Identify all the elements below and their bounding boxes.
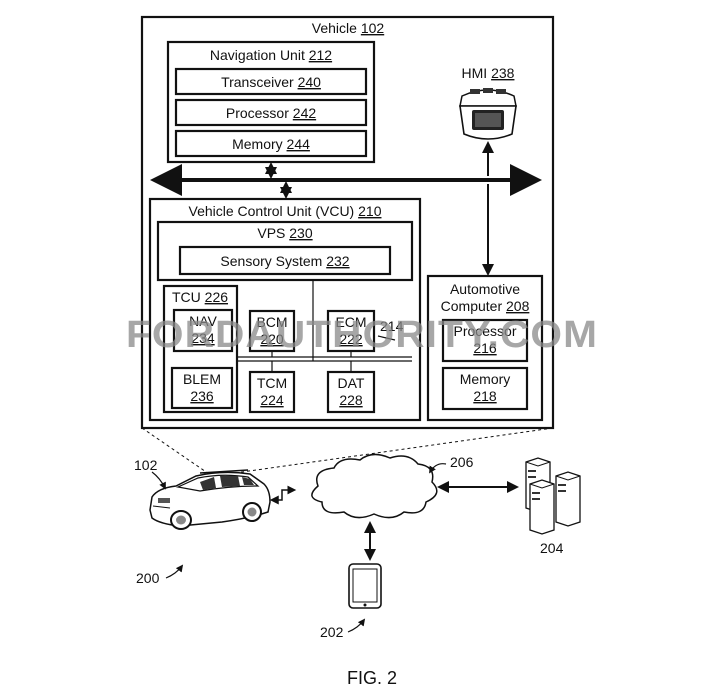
dat-label: DAT [338, 375, 365, 391]
hmi-label: HMI 238 [462, 65, 515, 81]
ac-memory-box [441, 366, 529, 411]
ecm-box [326, 309, 376, 353]
servers-ref: 204 [540, 540, 564, 556]
dat-ref: 228 [339, 392, 363, 408]
sensory-system-label: Sensory System 232 [220, 253, 349, 269]
watermark: FORDAUTHORITY.COM [126, 314, 598, 356]
tcm-ref: 224 [260, 392, 284, 408]
hmi-display-icon [459, 88, 517, 140]
navigation-unit-title: Navigation Unit 212 [210, 47, 332, 63]
zoom-line-right [227, 427, 554, 475]
tcm-box [248, 370, 296, 414]
automotive-computer-title-line2: Computer 208 [441, 298, 530, 314]
ac-memory-ref: 218 [473, 388, 497, 404]
vps-title: VPS 230 [257, 225, 312, 241]
car-ref: 102 [134, 457, 158, 473]
figure-caption: FIG. 2 [347, 668, 397, 688]
network-cloud [311, 453, 438, 519]
dat-box [326, 370, 376, 414]
bus-ref-leader [377, 335, 396, 341]
nav-label: NAV [189, 313, 217, 329]
zoom-line-left [141, 427, 213, 477]
network-ref: 206 [450, 454, 474, 470]
ac-processor-label: Processor [453, 323, 516, 339]
ecm-label: ECM [335, 314, 366, 330]
bcm-label: BCM [256, 314, 287, 330]
nav-box [172, 308, 234, 353]
nav-memory-box [174, 129, 368, 158]
automotive-computer-title-line1: Automotive [450, 281, 520, 297]
tcu-title: TCU 226 [172, 289, 228, 305]
bcm-ref: 220 [260, 331, 284, 347]
nav-ref: 234 [191, 330, 215, 346]
nav-processor-label: Processor 242 [226, 105, 316, 121]
transceiver-box [174, 67, 368, 96]
ac-processor-ref: 216 [473, 340, 497, 356]
network-ref-leader [429, 463, 447, 474]
bcm-box [248, 309, 296, 353]
ac-processor-box [441, 318, 529, 363]
mobile-device-icon [348, 563, 382, 609]
server-icon [525, 457, 581, 535]
nav-processor-box [174, 98, 368, 127]
transceiver-label: Transceiver 240 [221, 74, 321, 90]
vehicle-title: Vehicle 102 [312, 20, 385, 36]
car-ref-leader [151, 471, 166, 490]
blem-label: BLEM [183, 371, 221, 387]
car-icon [149, 469, 271, 530]
ac-memory-label: Memory [460, 371, 511, 387]
blem-box [170, 366, 234, 410]
system-ref: 200 [136, 570, 160, 586]
can-bus-ref: 214 [380, 318, 404, 334]
blem-ref: 236 [190, 388, 214, 404]
ecm-ref: 222 [339, 331, 363, 347]
tcm-label: TCM [257, 375, 287, 391]
sensory-system-box [178, 245, 392, 276]
mobile-ref-leader [347, 618, 366, 633]
vcu-title: Vehicle Control Unit (VCU) 210 [189, 203, 382, 219]
system-ref-leader [165, 564, 184, 579]
wireless-link [269, 485, 297, 505]
mobile-ref: 202 [320, 624, 344, 640]
nav-memory-label: Memory 244 [232, 136, 310, 152]
